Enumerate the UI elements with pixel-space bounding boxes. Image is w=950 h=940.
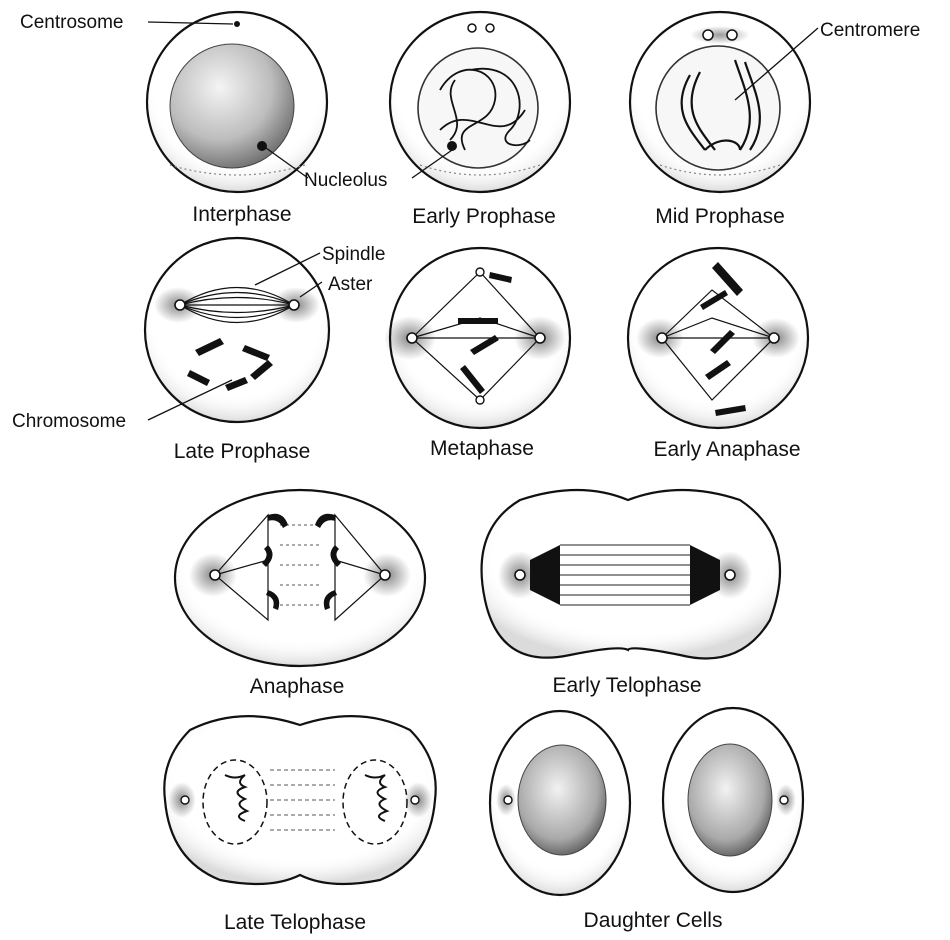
label-daughter-cells: Daughter Cells xyxy=(584,909,723,932)
label-early-prophase: Early Prophase xyxy=(412,205,556,228)
cell-daughter-left xyxy=(490,711,630,895)
cell-anaphase xyxy=(175,490,425,666)
nucleus xyxy=(688,744,772,856)
callout-aster: Aster xyxy=(328,274,373,295)
cell-early-anaphase xyxy=(628,248,808,428)
cell-late-telophase xyxy=(164,716,435,884)
centrosome xyxy=(234,21,240,27)
nucleus xyxy=(656,46,780,170)
cell-daughter-right xyxy=(663,708,803,892)
cell-interphase xyxy=(147,12,327,192)
label-mid-prophase: Mid Prophase xyxy=(655,205,785,228)
label-interphase: Interphase xyxy=(192,203,291,226)
label-anaphase: Anaphase xyxy=(250,675,345,698)
cell-early-telophase xyxy=(482,490,780,658)
callout-spindle: Spindle xyxy=(322,244,385,265)
nucleolus xyxy=(257,141,267,151)
cell-late-prophase xyxy=(145,238,329,422)
callout-nucleolus: Nucleolus xyxy=(304,170,387,191)
centrosome-pair xyxy=(690,26,750,44)
cell-early-prophase xyxy=(390,12,570,192)
cell-metaphase xyxy=(384,248,570,428)
callout-centromere: Centromere xyxy=(820,20,920,41)
cell-mid-prophase xyxy=(630,12,810,192)
callout-centrosome: Centrosome xyxy=(20,12,124,33)
nucleus xyxy=(518,745,606,855)
label-late-telophase: Late Telophase xyxy=(224,911,366,934)
nucleus xyxy=(170,44,294,168)
label-early-telophase: Early Telophase xyxy=(552,674,701,697)
label-metaphase: Metaphase xyxy=(430,437,534,460)
callout-chromosome: Chromosome xyxy=(12,411,126,432)
label-late-prophase: Late Prophase xyxy=(174,440,311,463)
label-early-anaphase: Early Anaphase xyxy=(653,438,800,461)
